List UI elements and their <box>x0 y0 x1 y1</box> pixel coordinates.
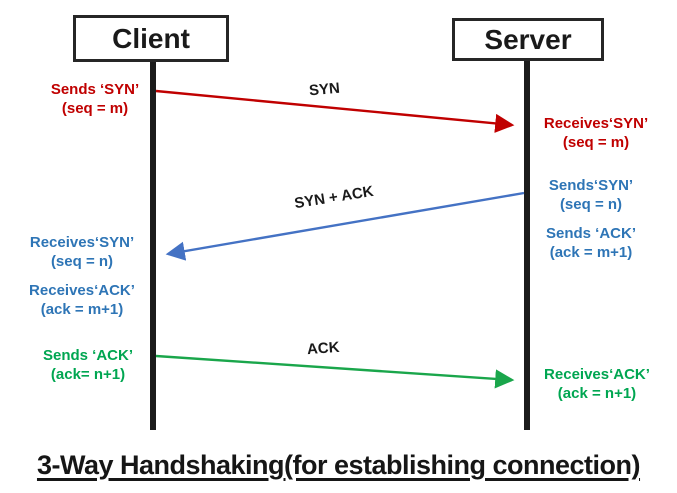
ack-arrow <box>155 354 515 389</box>
syn-message-label: SYN <box>308 79 341 100</box>
annotation-line: Receives‘ACK’ <box>544 366 650 383</box>
annotation-line: Sends ‘ACK’ <box>42 347 133 364</box>
client-lifeline <box>150 60 156 430</box>
server-lifeline <box>524 59 530 430</box>
annotation-line: Receives‘SYN’ <box>543 115 649 132</box>
annotation-line: (seq = n) <box>50 253 114 270</box>
client-actor-label: Client <box>112 22 190 54</box>
ack-message-label: ACK <box>306 338 341 359</box>
server-actor-label: Server <box>484 23 572 55</box>
annotation-line: Sends‘SYN’ <box>548 177 634 194</box>
annotation-line: Receives‘SYN’ <box>29 234 135 251</box>
annotation-line: Receives‘ACK’ <box>29 282 135 299</box>
server-sends-ack-annotation: Sends ‘ACK’ (ack = m+1) <box>529 224 653 262</box>
annotation-line: (seq = m) <box>562 134 630 151</box>
annotation-line: Sends ‘ACK’ <box>545 225 636 242</box>
client-sends-syn-annotation: Sends ‘SYN’ (seq = m) <box>33 80 157 118</box>
client-actor-box: Client <box>73 15 229 62</box>
server-sends-syn-annotation: Sends‘SYN’ (seq = n) <box>529 176 653 214</box>
client-receives-syn-annotation: Receives‘SYN’ (seq = n) <box>20 233 144 271</box>
annotation-line: (ack = m+1) <box>549 244 633 261</box>
diagram-title-text: 3-Way Handshaking(for establishing conne… <box>36 450 641 480</box>
annotation-line: (ack = n+1) <box>557 385 637 402</box>
syn-ack-message-label: SYN + ACK <box>293 182 375 213</box>
client-receives-ack-annotation: Receives‘ACK’ (ack = m+1) <box>20 281 144 319</box>
annotation-line: (seq = m) <box>61 100 129 117</box>
server-actor-box: Server <box>452 18 604 61</box>
annotation-line: Sends ‘SYN’ <box>50 81 140 98</box>
annotation-line: (ack = m+1) <box>40 301 124 318</box>
annotation-line: (seq = n) <box>559 196 623 213</box>
server-receives-syn-annotation: Receives‘SYN’ (seq = m) <box>534 114 658 152</box>
client-sends-ack-annotation: Sends ‘ACK’ (ack= n+1) <box>26 346 150 384</box>
annotation-line: (ack= n+1) <box>50 366 126 383</box>
diagram-title: 3-Way Handshaking(for establishing conne… <box>0 450 677 481</box>
server-receives-ack-annotation: Receives‘ACK’ (ack = n+1) <box>535 365 659 403</box>
